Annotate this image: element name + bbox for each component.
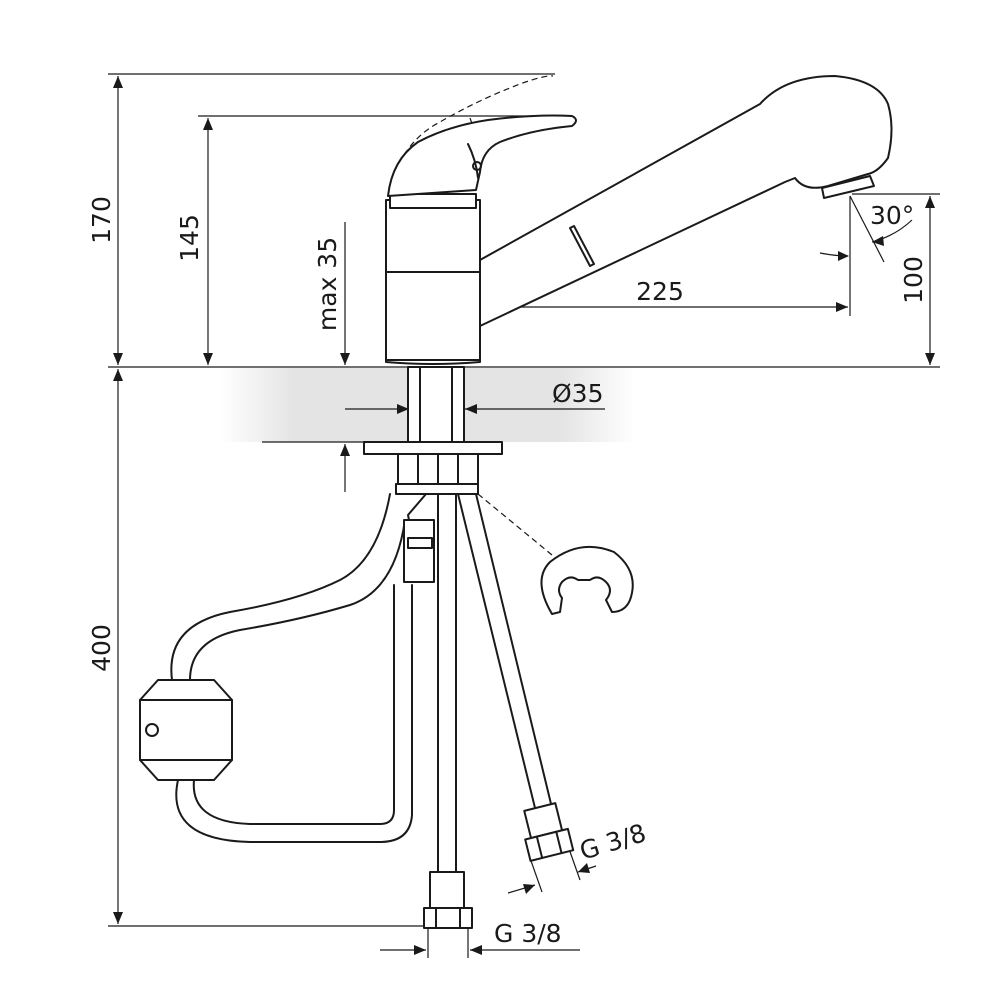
thread-g38-bottom — [423, 907, 473, 929]
supply-hose-angled — [457, 493, 553, 813]
under-counter-assembly — [139, 366, 634, 929]
spout-band — [569, 225, 595, 267]
countertop — [108, 366, 940, 443]
supply-hose-straight — [437, 493, 457, 881]
dim-thread-bottom: G 3/8 — [494, 919, 562, 948]
hose-weight — [139, 679, 233, 781]
dim-hose-length: 400 — [87, 624, 116, 672]
dim-total-height: 170 — [87, 196, 116, 244]
spray-head-nozzle — [821, 175, 875, 199]
spout — [479, 75, 893, 327]
mounting-stud — [407, 366, 465, 444]
dim-max-thickness: max 35 — [313, 237, 342, 331]
dim-thread-right: G 3/8 — [576, 818, 649, 865]
lever-raised-outline — [391, 75, 554, 183]
hose-weight-hole — [145, 723, 159, 737]
retaining-clip — [540, 545, 634, 615]
dim-hole-diameter: Ø35 — [552, 379, 604, 408]
hose-connector — [403, 519, 435, 583]
dimension-labels: 170 145 max 35 225 30° 100 Ø35 400 G 3/8… — [87, 196, 928, 948]
pullout-hose — [170, 493, 391, 681]
hose-fitting-bottom — [429, 871, 465, 909]
dim-spray-angle: 30° — [870, 201, 914, 230]
lever-handle — [387, 114, 577, 197]
dim-spout-height: 100 — [899, 256, 928, 304]
faucet-body — [385, 75, 893, 365]
dimension-lines — [108, 73, 940, 958]
nut-washer — [395, 483, 479, 495]
dim-lever-height: 145 — [175, 214, 204, 262]
mounting-plate — [363, 441, 503, 455]
dim-spout-reach: 225 — [636, 277, 684, 306]
lever-screw — [472, 161, 482, 171]
faucet-body-cylinder — [385, 199, 481, 365]
